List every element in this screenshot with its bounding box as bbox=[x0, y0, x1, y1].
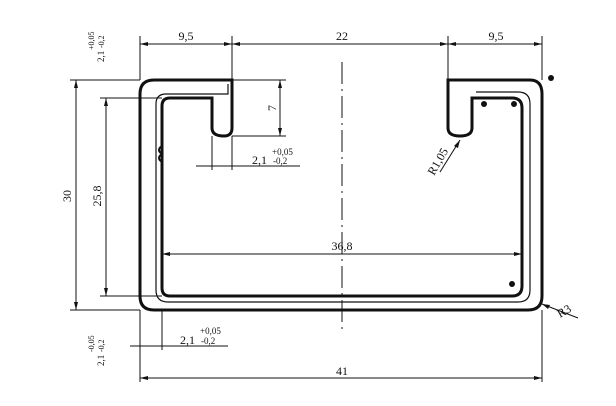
profile-inner-offset-line bbox=[155, 84, 531, 303]
dot-top-right-2 bbox=[511, 101, 517, 107]
left-bottom-tolerance: 2,1 -0,2 -0,05 bbox=[87, 335, 106, 366]
arrow-top-2 bbox=[224, 42, 232, 46]
arrow-top-6 bbox=[534, 42, 542, 46]
arrow-top-5 bbox=[448, 42, 456, 46]
left-dimension-arrows bbox=[74, 80, 108, 310]
arrow-inner-left bbox=[162, 252, 170, 256]
left-bottom-minus: -0,2 bbox=[97, 339, 106, 352]
top-dimensions bbox=[139, 36, 543, 80]
bottom-thickness-plus: +0,05 bbox=[200, 326, 221, 336]
arrow-outer-height-bottom bbox=[74, 302, 78, 310]
arrow-inner-height-bottom bbox=[104, 288, 108, 296]
radius-outer-label: R3 bbox=[555, 301, 574, 320]
left-top-nominal: 2,1 bbox=[96, 51, 106, 62]
dim-label-inner-height: 25,8 bbox=[90, 186, 104, 207]
arrow-top-1 bbox=[140, 42, 148, 46]
dim-label-outer-height: 30 bbox=[60, 190, 74, 202]
arrow-radius-outer bbox=[542, 304, 550, 309]
dim-label-overall-width: 41 bbox=[336, 364, 348, 378]
arrow-inner-right bbox=[514, 252, 522, 256]
left-top-tolerance: 2,1 -0,2 +0,05 bbox=[87, 31, 106, 62]
left-bottom-nominal: 2,1 bbox=[96, 355, 106, 366]
arrow-radius-inner bbox=[454, 140, 460, 148]
bottom-thickness-dimension bbox=[130, 310, 228, 350]
dim-label-top-left-width: 9,5 bbox=[179, 29, 194, 43]
arrow-inner-height-top bbox=[104, 98, 108, 106]
left-bottom-plus: -0,05 bbox=[87, 335, 96, 352]
left-top-plus: +0,05 bbox=[87, 31, 96, 50]
left-web-notch bbox=[158, 145, 164, 163]
reference-dots bbox=[481, 75, 554, 287]
bottom-thickness-nominal: 2,1 bbox=[180, 333, 195, 347]
arrow-bottom-right bbox=[534, 376, 542, 380]
top-dimension-arrows bbox=[140, 42, 542, 46]
dot-top-right-1 bbox=[481, 101, 487, 107]
dim-label-top-gap-width: 22 bbox=[336, 29, 348, 43]
lip-thickness-nominal: 2,1 bbox=[252, 153, 267, 167]
arrow-lip-top bbox=[278, 80, 282, 88]
lip-thickness-minus: -0,2 bbox=[273, 156, 287, 166]
arrow-top-3 bbox=[232, 42, 240, 46]
lip-depth-dimension bbox=[232, 79, 286, 137]
arrow-outer-height-top bbox=[74, 80, 78, 88]
dot-bottom-right bbox=[509, 281, 515, 287]
bottom-thickness-minus: -0,2 bbox=[201, 336, 215, 346]
arrow-lip-bottom bbox=[278, 128, 282, 136]
arrow-top-4 bbox=[440, 42, 448, 46]
dim-label-top-right-width: 9,5 bbox=[489, 29, 504, 43]
dim-label-lip-depth: 7 bbox=[265, 105, 279, 111]
left-dimensions bbox=[70, 79, 162, 311]
lip-thickness-dimension bbox=[196, 136, 300, 170]
lip-thickness-plus: +0,05 bbox=[272, 147, 293, 157]
dot-outside-corner bbox=[548, 75, 554, 81]
arrow-bottom-left bbox=[140, 376, 148, 380]
left-top-minus: -0,2 bbox=[97, 35, 106, 48]
dim-label-inner-width: 36,8 bbox=[332, 239, 353, 253]
channel-profile bbox=[138, 78, 544, 312]
profile-outer-contour bbox=[138, 78, 544, 312]
